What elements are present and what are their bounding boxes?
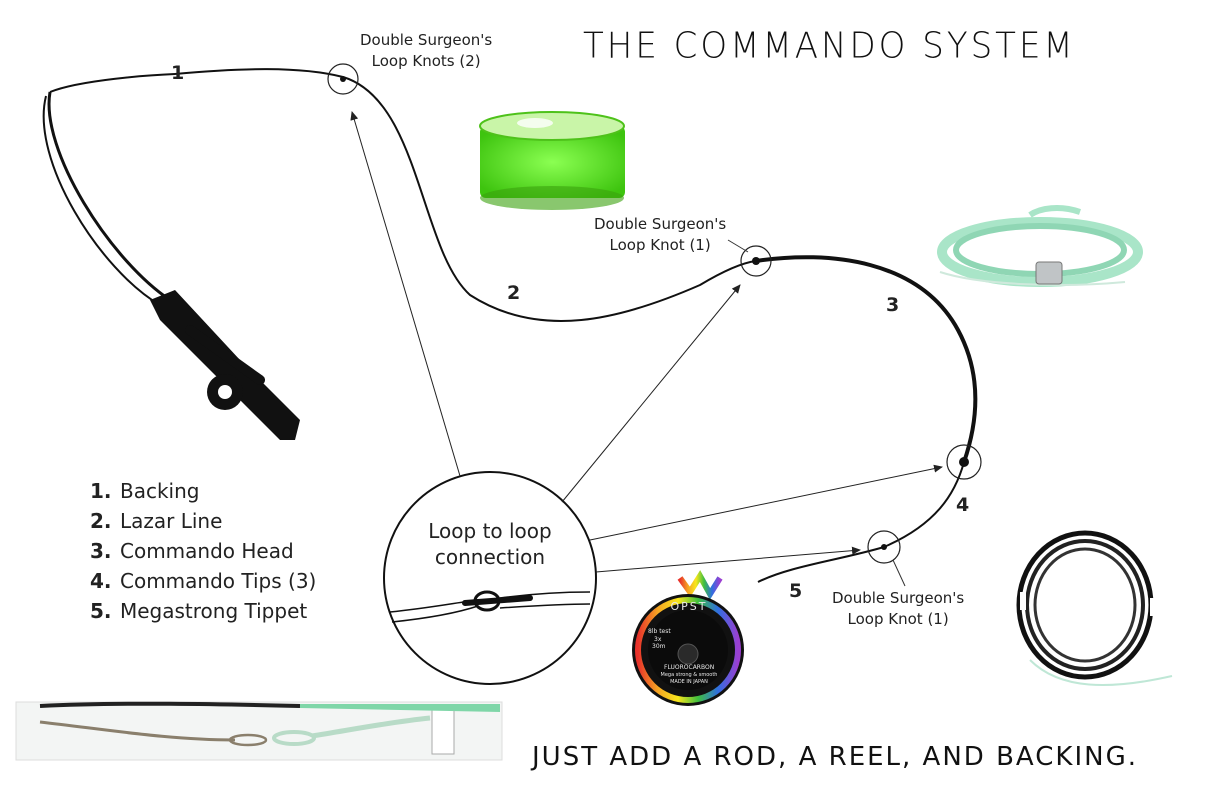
spool-size: 3x <box>654 636 662 643</box>
spool-origin: MADE IN JAPAN <box>670 679 708 685</box>
legend-item-number: 1. <box>90 479 112 503</box>
spool-length: 30m <box>652 643 666 650</box>
legend-item-label: Commando Tips (3) <box>120 569 317 593</box>
arrow-to-top-knot <box>350 111 461 477</box>
knot-marker-bottom <box>867 530 901 564</box>
callout-knot-bottom-line1: Double Surgeon's <box>832 589 965 607</box>
arrow-to-bottom-knot <box>595 546 861 573</box>
spool-brand: OPST <box>670 600 708 613</box>
loop-closeup-photo <box>15 701 503 761</box>
commando-tips-coil-image <box>1016 530 1173 687</box>
legend-item-label: Backing <box>120 479 200 503</box>
tippet-spool-image <box>632 570 744 706</box>
leader-line-bottom <box>892 559 906 587</box>
callout-knots-top-line1: Double Surgeon's <box>360 31 493 49</box>
legend-item-number: 4. <box>90 569 112 593</box>
legend-item: 2. Lazar Line <box>90 506 370 536</box>
callout-knot-mid-line1: Double Surgeon's <box>594 215 727 233</box>
fly-rod <box>42 73 300 440</box>
tippet-line <box>757 546 885 583</box>
commando-head-line <box>755 255 978 463</box>
legend-item-number: 2. <box>90 509 112 533</box>
legend-item-number: 3. <box>90 539 112 563</box>
segment-number-3: 3 <box>886 294 900 316</box>
legend-item: 5. Megastrong Tippet <box>90 596 370 626</box>
commando-tip-line <box>883 461 965 548</box>
spool-test: 8lb test <box>648 628 671 635</box>
segment-number-4: 4 <box>956 494 970 516</box>
legend-item: 3. Commando Head <box>90 536 370 566</box>
callout-knots-top-line2: Loop Knots (2) <box>371 52 481 70</box>
knot-marker-top <box>327 63 359 95</box>
tagline: JUST ADD A ROD, A REEL, AND BACKING. <box>532 742 1138 772</box>
legend-item-label: Lazar Line <box>120 509 223 533</box>
knot-marker-mid <box>740 245 772 277</box>
loop-connection-label-line2: connection <box>434 545 546 569</box>
spool-material: FLUOROCARBON <box>664 664 715 671</box>
lazar-line <box>342 76 757 322</box>
segment-number-2: 2 <box>507 282 521 304</box>
arrow-to-tip-knot <box>589 464 943 541</box>
segment-number-5: 5 <box>789 580 803 602</box>
backing-line <box>174 68 344 78</box>
legend-item: 4. Commando Tips (3) <box>90 566 370 596</box>
lazar-line-spool-image <box>479 111 625 210</box>
callout-knot-bottom: Double Surgeon's Loop Knot (1) <box>832 588 964 630</box>
legend-item-label: Megastrong Tippet <box>120 599 308 623</box>
commando-head-coil-image <box>937 205 1143 287</box>
loop-connection-magnifier <box>383 471 597 685</box>
legend-item: 1. Backing <box>90 476 370 506</box>
loop-connection-label-line1: Loop to loop <box>428 519 552 543</box>
spool-tagline: Mega strong & smooth <box>660 672 718 678</box>
legend: 1. Backing 2. Lazar Line 3. Commando Head 4… <box>90 476 370 626</box>
legend-item-label: Commando Head <box>120 539 294 563</box>
diagram-title: THE COMMANDO SYSTEM <box>583 25 1076 67</box>
reel-icon <box>207 374 243 410</box>
loop-connection-label: Loop to loop connection <box>408 518 572 570</box>
callout-knot-mid-line2: Loop Knot (1) <box>609 236 711 254</box>
callout-knots-top: Double Surgeon's Loop Knots (2) <box>360 30 492 72</box>
legend-item-number: 5. <box>90 599 112 623</box>
callout-knot-mid: Double Surgeon's Loop Knot (1) <box>594 214 726 256</box>
knot-marker-tip <box>946 444 982 480</box>
callout-knot-bottom-line2: Loop Knot (1) <box>847 610 949 628</box>
leader-line-mid <box>727 239 749 253</box>
segment-number-1: 1 <box>171 62 185 84</box>
arrow-to-mid-knot <box>561 284 741 503</box>
